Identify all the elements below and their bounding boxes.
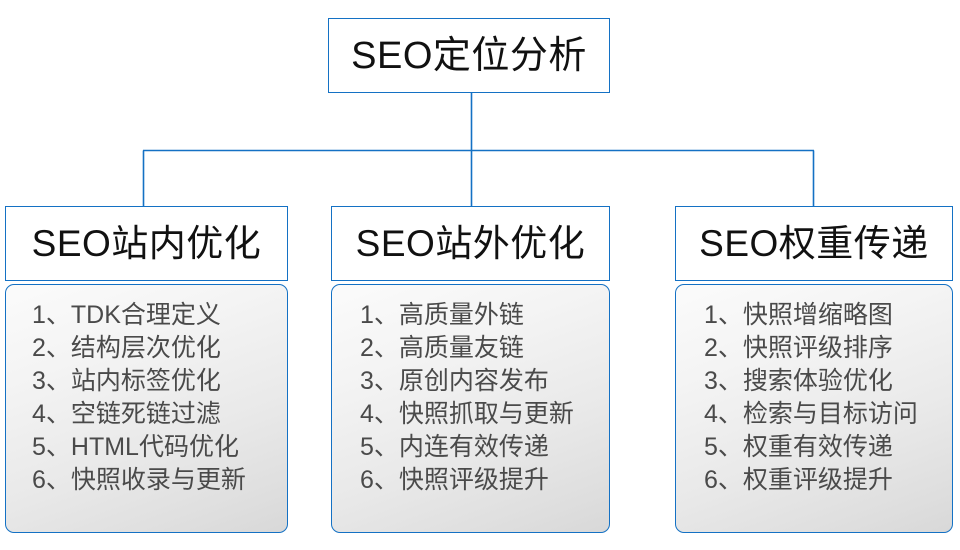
branch-header-0: SEO站内优化 xyxy=(5,206,288,281)
branch-body-0: 1、TDK合理定义 2、结构层次优化 3、站内标签优化 4、空链死链过滤 5、H… xyxy=(5,284,288,533)
list-item: 1、高质量外链 xyxy=(360,301,524,329)
root-node: SEO定位分析 xyxy=(328,18,610,93)
list-item: 2、高质量友链 xyxy=(360,334,524,362)
list-item: 6、快照收录与更新 xyxy=(32,466,246,494)
list-item: 4、检索与目标访问 xyxy=(704,400,918,428)
branch-column-seo-offsite: SEO站外优化 1、高质量外链 2、高质量友链 3、原创内容发布 4、快照抓取与… xyxy=(331,206,610,533)
list-item: 3、搜索体验优化 xyxy=(704,367,893,395)
branch-header-label-0: SEO站内优化 xyxy=(31,223,262,264)
list-item: 5、内连有效传递 xyxy=(360,433,549,461)
list-item: 2、快照评级排序 xyxy=(704,334,893,362)
branch-column-seo-weight: SEO权重传递 1、快照增缩略图 2、快照评级排序 3、搜索体验优化 4、检索与… xyxy=(675,206,953,533)
list-item: 4、空链死链过滤 xyxy=(32,400,221,428)
root-node-label: SEO定位分析 xyxy=(351,34,587,77)
branch-header-label-1: SEO站外优化 xyxy=(355,223,586,264)
branch-body-1: 1、高质量外链 2、高质量友链 3、原创内容发布 4、快照抓取与更新 5、内连有… xyxy=(331,284,610,533)
list-item: 6、快照评级提升 xyxy=(360,466,549,494)
branch-column-seo-onsite: SEO站内优化 1、TDK合理定义 2、结构层次优化 3、站内标签优化 4、空链… xyxy=(5,206,288,533)
list-item: 1、快照增缩略图 xyxy=(704,301,893,329)
branch-header-2: SEO权重传递 xyxy=(675,206,953,281)
branch-body-2: 1、快照增缩略图 2、快照评级排序 3、搜索体验优化 4、检索与目标访问 5、权… xyxy=(675,284,953,533)
list-item: 1、TDK合理定义 xyxy=(32,301,221,329)
list-item: 5、权重有效传递 xyxy=(704,433,893,461)
branch-header-1: SEO站外优化 xyxy=(331,206,610,281)
list-item: 4、快照抓取与更新 xyxy=(360,400,574,428)
list-item: 6、权重评级提升 xyxy=(704,466,893,494)
branch-header-label-2: SEO权重传递 xyxy=(699,223,929,264)
list-item: 2、结构层次优化 xyxy=(32,334,221,362)
list-item: 3、原创内容发布 xyxy=(360,367,549,395)
list-item: 5、HTML代码优化 xyxy=(32,433,239,461)
list-item: 3、站内标签优化 xyxy=(32,367,221,395)
